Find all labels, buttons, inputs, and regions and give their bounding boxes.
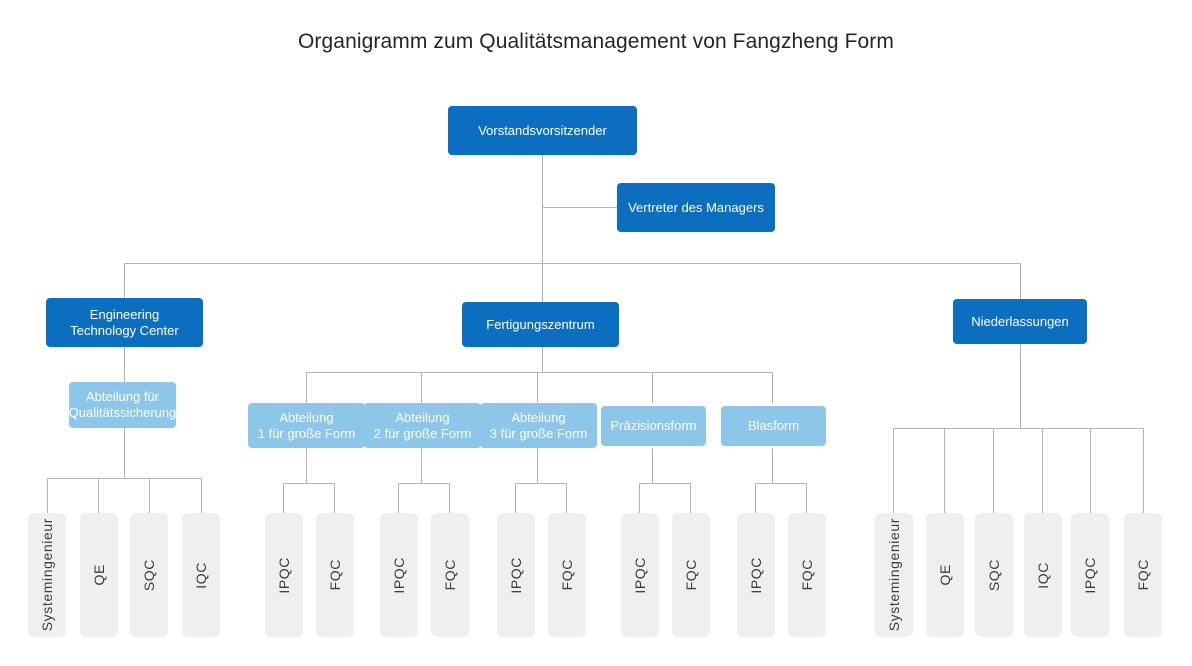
leaf-box[interactable]: IPQC [380, 513, 418, 637]
node-vertreter-des-managers[interactable]: Vertreter des Managers [617, 183, 775, 232]
leaf-box[interactable]: IQC [1024, 513, 1062, 637]
leaf-label: FQC [327, 559, 343, 591]
leaf-label: SQC [141, 558, 157, 592]
leaf-label: FQC [683, 559, 699, 591]
node-abteilung-3-fuer-grosse-form[interactable]: Abteilung 3 für große Form [480, 403, 597, 448]
node-label: Niederlassungen [971, 313, 1069, 329]
leaf-box[interactable]: FQC [548, 513, 586, 637]
node-label: Fertigungszentrum [486, 316, 595, 332]
node-abteilung-2-fuer-grosse-form[interactable]: Abteilung 2 für große Form [364, 403, 481, 448]
leaf-label: IPQC [632, 556, 648, 594]
leaf-label: IPQC [1082, 556, 1098, 594]
node-label: Engineering Technology Center [70, 306, 179, 338]
leaf-label: IPQC [276, 556, 292, 594]
node-label: Abteilung 3 für große Form [489, 409, 588, 441]
leaf-label: FQC [1135, 559, 1151, 591]
leaf-label: IQC [1035, 561, 1051, 589]
leaf-box[interactable]: Systemingenieur [875, 513, 913, 637]
leaf-label: QE [937, 564, 953, 586]
node-abteilung-1-fuer-grosse-form[interactable]: Abteilung 1 für große Form [248, 403, 365, 448]
node-blasform[interactable]: Blasform [721, 406, 826, 446]
leaf-box[interactable]: FQC [1124, 513, 1162, 637]
leaf-box[interactable]: IPQC [621, 513, 659, 637]
leaf-box[interactable]: SQC [130, 513, 168, 637]
node-vorstandsvorsitzender[interactable]: Vorstandsvorsitzender [448, 106, 637, 155]
leaf-label: SQC [986, 558, 1002, 592]
node-label: Vorstandsvorsitzender [478, 122, 607, 138]
leaf-box[interactable]: IPQC [737, 513, 775, 637]
leaf-label: QE [91, 564, 107, 586]
node-label: Präzisionsform [610, 418, 697, 434]
leaf-label: FQC [442, 559, 458, 591]
leaf-box[interactable]: Systemingenieur [28, 513, 66, 637]
leaf-label: IPQC [508, 556, 524, 594]
node-niederlassungen[interactable]: Niederlassungen [953, 299, 1087, 344]
node-praezisionsform[interactable]: Präzisionsform [601, 406, 706, 446]
leaf-label: FQC [799, 559, 815, 591]
leaf-box[interactable]: FQC [672, 513, 710, 637]
leaf-label: IQC [193, 561, 209, 589]
leaf-label: Systemingenieur [39, 518, 55, 632]
leaf-box[interactable]: FQC [316, 513, 354, 637]
node-label: Abteilung 1 für große Form [257, 409, 356, 441]
leaf-box[interactable]: SQC [975, 513, 1013, 637]
node-label: Abteilung für Qualitätssicherung [68, 389, 177, 420]
node-label: Blasform [747, 418, 800, 434]
leaf-label: IPQC [748, 556, 764, 594]
leaf-box[interactable]: IQC [182, 513, 220, 637]
node-abteilung-fuer-qualitaetssicherung[interactable]: Abteilung für Qualitätssicherung [69, 382, 176, 428]
leaf-box[interactable]: IPQC [497, 513, 535, 637]
leaf-label: FQC [559, 559, 575, 591]
leaf-box[interactable]: IPQC [265, 513, 303, 637]
page-title: Organigramm zum Qualitätsmanagement von … [298, 30, 894, 53]
leaf-label: IPQC [391, 556, 407, 594]
leaf-box[interactable]: IPQC [1071, 513, 1109, 637]
node-label: Vertreter des Managers [628, 199, 764, 215]
node-engineering-technology-center[interactable]: Engineering Technology Center [46, 298, 203, 347]
leaf-label: Systemingenieur [886, 518, 902, 632]
leaf-box[interactable]: QE [926, 513, 964, 637]
node-label: Abteilung 2 für große Form [373, 409, 472, 441]
leaf-box[interactable]: FQC [788, 513, 826, 637]
node-fertigungszentrum[interactable]: Fertigungszentrum [462, 302, 619, 347]
leaf-box[interactable]: FQC [431, 513, 469, 637]
leaf-box[interactable]: QE [80, 513, 118, 637]
